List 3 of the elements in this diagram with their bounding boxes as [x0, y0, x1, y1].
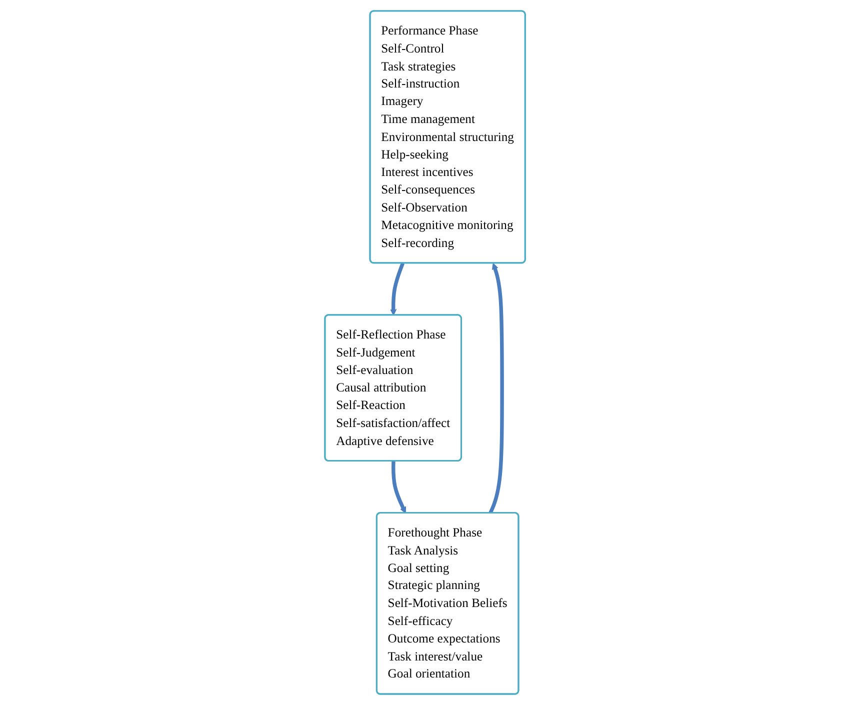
- arrow: [488, 262, 504, 514]
- arrow: [391, 461, 406, 514]
- arrow: [390, 262, 404, 316]
